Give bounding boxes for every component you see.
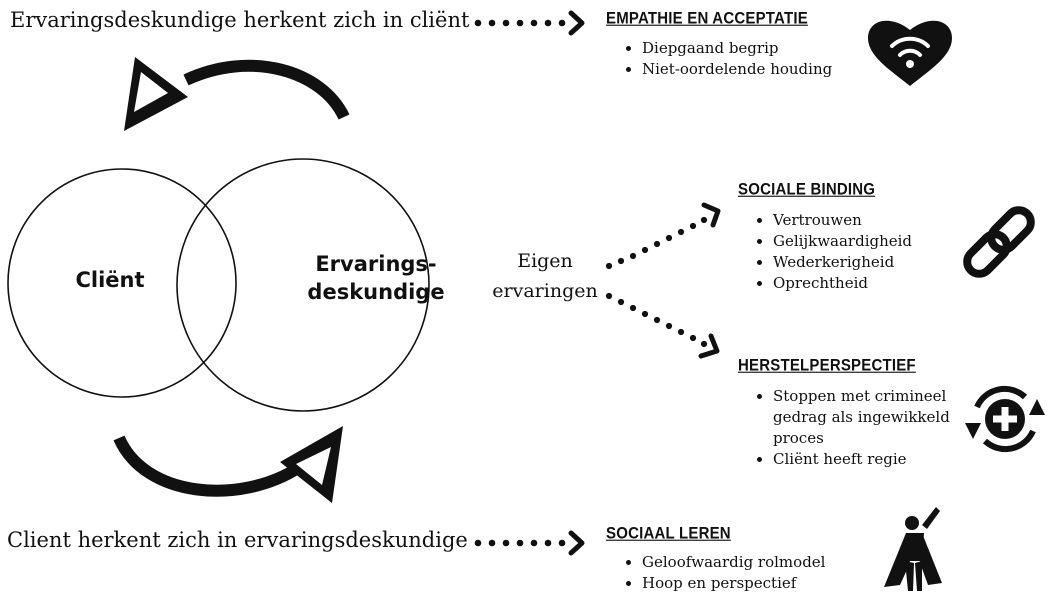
dotted-arrow-herstelperspectief <box>605 292 720 359</box>
bottom-curved-arrow <box>113 426 343 503</box>
bottom-dotted-arrow <box>474 530 585 556</box>
heading-sociaal-leren: SOCIAAL LEREN <box>606 524 731 544</box>
client-label: Cliënt <box>75 268 145 292</box>
ervaringsdeskundige-label-line1: Ervarings- <box>315 252 437 276</box>
list-herstelperspectief: Stoppen met crimineel gedrag als ingewik… <box>751 386 955 470</box>
list-item: Niet-oordelende houding <box>642 59 832 80</box>
list-item: Gelijkwaardigheid <box>773 231 912 252</box>
list-item: Stoppen met crimineel gedrag als ingewik… <box>773 386 955 449</box>
heading-herstelperspectief: HERSTELPERSPECTIEF <box>738 356 916 376</box>
heart-icon <box>868 20 952 86</box>
eigen-ervaringen-line2: ervaringen <box>492 280 598 302</box>
list-item: Vertrouwen <box>773 210 912 231</box>
top-statement: Ervaringsdeskundige herkent zich in clië… <box>10 8 470 32</box>
list-sociaal-leren: Geloofwaardig rolmodel Hoop en perspecti… <box>620 552 825 594</box>
list-item: Wederkerigheid <box>773 252 912 273</box>
list-item: Cliënt heeft regie <box>773 449 955 470</box>
recovery-cycle-icon <box>965 385 1045 453</box>
list-sociale-binding: Vertrouwen Gelijkwaardigheid Wederkerigh… <box>751 210 912 294</box>
chain-link-icon <box>963 206 1035 278</box>
top-curved-arrow <box>124 57 350 131</box>
eigen-ervaringen-line1: Eigen <box>517 250 573 272</box>
client-circle <box>7 168 237 398</box>
list-item: Hoop en perspectief <box>642 573 825 594</box>
bottom-statement: Client herkent zich in ervaringsdeskundi… <box>7 528 468 552</box>
ervaringsdeskundige-circle <box>176 158 430 412</box>
ervaringsdeskundige-label: Ervarings- deskundige <box>296 250 456 306</box>
heading-sociale-binding: SOCIALE BINDING <box>738 180 876 200</box>
eigen-ervaringen-label: Eigen ervaringen <box>484 246 606 306</box>
list-empathie-en-acceptatie: Diepgaand begrip Niet-oordelende houding <box>620 38 832 80</box>
hero-icon <box>884 507 942 591</box>
list-item: Diepgaand begrip <box>642 38 832 59</box>
heading-empathie-en-acceptatie: EMPATHIE EN ACCEPTATIE <box>606 9 808 29</box>
list-item: Oprechtheid <box>773 273 912 294</box>
list-item: Geloofwaardig rolmodel <box>642 552 825 573</box>
ervaringsdeskundige-label-line2: deskundige <box>307 280 445 304</box>
top-dotted-arrow <box>474 10 585 36</box>
dotted-arrow-sociale-binding <box>605 202 721 270</box>
